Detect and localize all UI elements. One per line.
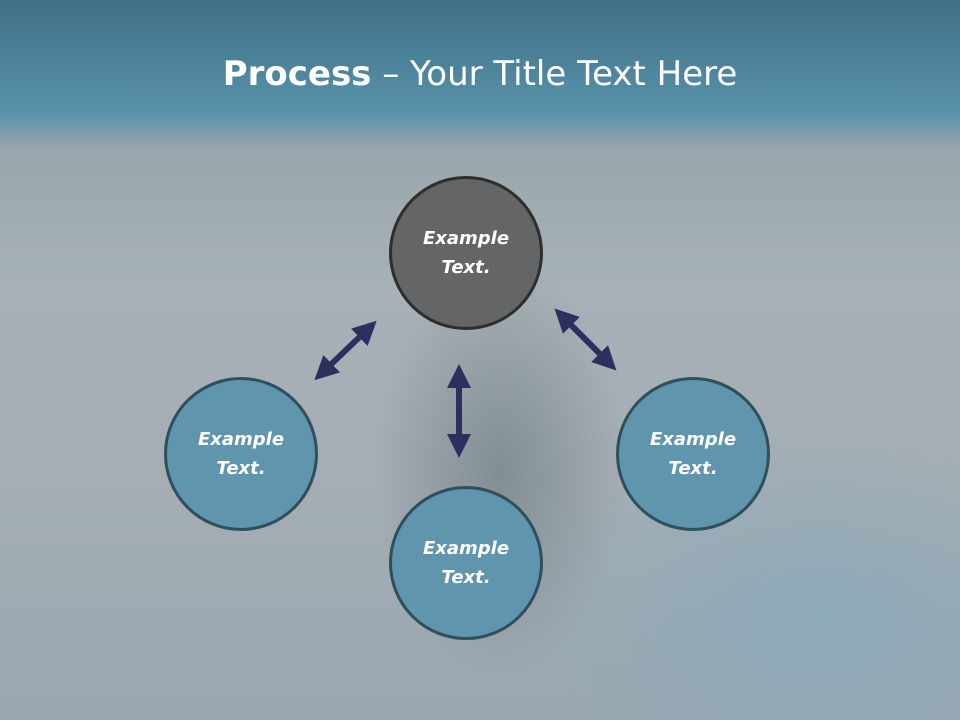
node-bottom: Example Text. xyxy=(389,486,543,640)
title-bold: Process xyxy=(222,54,372,94)
node-left-label: Example Text. xyxy=(197,429,285,479)
node-top-label: Example Text. xyxy=(422,228,510,278)
title-banner xyxy=(0,0,960,150)
title-rest: – Your Title Text Here xyxy=(371,54,738,94)
slide-title: Process – Your Title Text Here xyxy=(0,52,960,96)
node-left: Example Text. xyxy=(164,377,318,531)
node-right: Example Text. xyxy=(616,377,770,531)
node-right-label: Example Text. xyxy=(649,429,737,479)
arrow-top-right xyxy=(554,308,617,371)
node-bottom-label: Example Text. xyxy=(422,538,510,588)
arrow-top-left xyxy=(314,320,377,381)
node-top: Example Text. xyxy=(389,176,543,330)
